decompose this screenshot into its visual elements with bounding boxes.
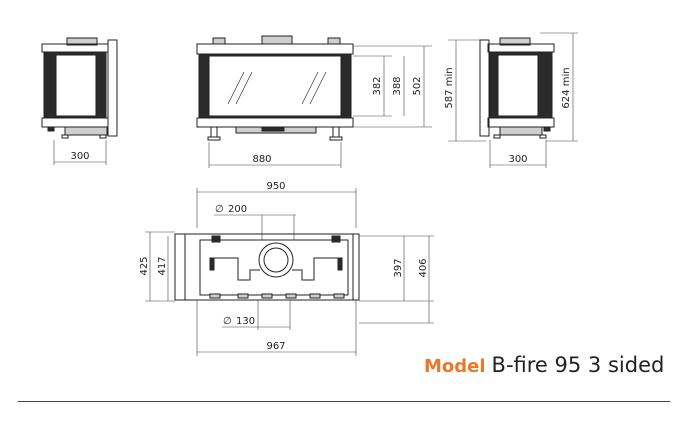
dim-right-width: 300 bbox=[508, 154, 527, 165]
dim-plan-height-c: 397 bbox=[393, 258, 404, 277]
model-name: B-fire 95 3 sided bbox=[491, 353, 665, 377]
model-label: Model bbox=[424, 356, 486, 377]
bottom-divider bbox=[18, 401, 670, 402]
right-side-view: 587 min 624 min 300 bbox=[444, 32, 578, 168]
dim-inlet-diameter: 130 bbox=[236, 316, 255, 327]
dim-front-width: 880 bbox=[252, 154, 271, 165]
dim-front-min: 587 min bbox=[444, 67, 455, 108]
dim-front-height-c: 502 bbox=[412, 76, 423, 95]
dim-flue-diameter: 200 bbox=[228, 204, 247, 215]
dim-plan-height-b: 417 bbox=[157, 256, 168, 275]
front-view: 880 382 388 502 bbox=[196, 35, 432, 168]
dim-right-min: 624 min bbox=[561, 67, 572, 108]
dim-plan-width-top: 950 bbox=[266, 181, 285, 192]
diameter-symbol-top: ∅ bbox=[215, 204, 224, 215]
dim-left-width: 300 bbox=[70, 151, 89, 162]
dim-plan-height-a: 425 bbox=[139, 256, 150, 275]
diameter-symbol-bottom: ∅ bbox=[223, 316, 232, 327]
left-side-view: 300 bbox=[41, 37, 118, 165]
dim-front-height-b: 388 bbox=[392, 76, 403, 95]
dim-plan-width-bottom: 967 bbox=[266, 341, 285, 352]
dim-front-height-a: 382 bbox=[372, 76, 383, 95]
plan-view: 950 ∅ 200 425 417 397 bbox=[139, 181, 434, 356]
dim-plan-height-d: 406 bbox=[418, 258, 429, 277]
